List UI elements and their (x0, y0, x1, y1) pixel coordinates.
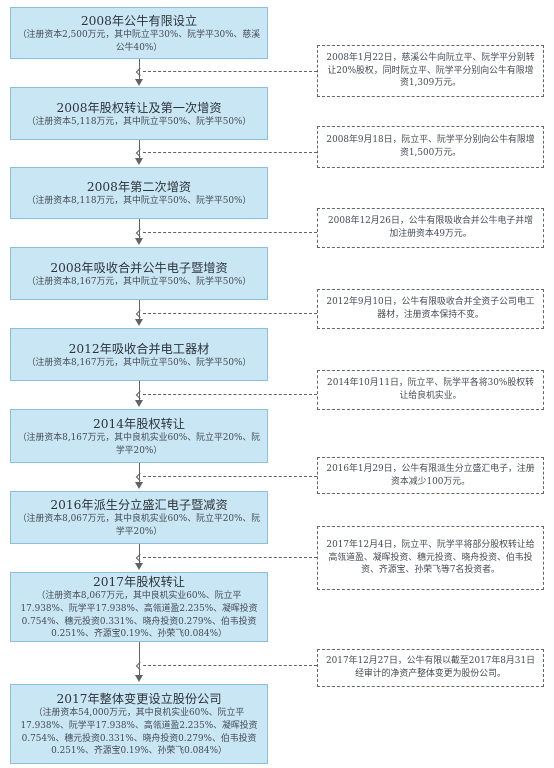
stage-box-2014-transfer: 2014年股权转让 （注册资本8,167万元，其中良机实业60%、阮立平20%、… (10, 409, 268, 463)
arrow-down-icon (134, 79, 143, 86)
stage-title: 2014年股权转让 (93, 416, 185, 431)
note-2008-12-26: 2008年12月26日，公牛有限吸收合并公牛电子并增加注册资本49万元。 (317, 208, 544, 248)
stage-title: 2008年第二次增资 (86, 180, 192, 195)
stage-box-2016-split-reduction: 2016年派生分立盛汇电子暨减资 （注册资本8,067万元，其中良机实业60%、… (10, 491, 268, 544)
chevron-left-icon (135, 472, 145, 481)
note-2012-09-10: 2012年9月10日，公牛有限吸收合并全资子公司电工器材，注册资本保持不变。 (317, 289, 544, 329)
chevron-left-icon (135, 390, 145, 399)
arrow-down-icon (134, 675, 143, 682)
stage-title: 2016年派生分立盛汇电子暨减资 (50, 498, 228, 513)
stage-title: 2017年股权转让 (93, 575, 185, 590)
connector-line-2 (138, 140, 140, 163)
chevron-left-icon (135, 67, 145, 76)
stage-box-2008-merger-gongniu-electronics: 2008年吸收合并公牛电子暨增资 （注册资本8,167万元，其中阮立平50%、阮… (10, 247, 268, 300)
stage-box-2017-transfer: 2017年股权转让 （注册资本8,067万元，其中良机实业60%、阮立平17.9… (10, 572, 268, 642)
stage-detail: （注册资本8,167万元，其中良机实业60%、阮立平20%、阮学平20%） (17, 432, 261, 456)
arrow-down-icon (134, 238, 143, 245)
arrow-down-icon (134, 400, 143, 407)
chevron-left-icon (135, 661, 145, 670)
chevron-left-icon (135, 228, 145, 237)
stage-detail: （注册资本2,500万元，其中阮立平30%、阮学平30%、慈溪公牛40%） (17, 29, 261, 53)
connector-line-3 (138, 219, 140, 243)
note-connector-5 (143, 394, 317, 395)
connector-line-7 (138, 544, 140, 568)
arrow-down-icon (134, 158, 143, 165)
note-connector-7 (143, 557, 317, 558)
note-2016-01-29: 2016年1月29日，公牛有限派生分立盛汇电子，注册资本减少100万元。 (317, 457, 544, 494)
chevron-left-icon (135, 148, 145, 157)
connector-line-6 (138, 463, 140, 487)
note-2008-09-18: 2008年9月18日，阮立平、阮学平分别向公牛有限增资1,500万元。 (317, 126, 544, 168)
stage-detail: （注册资本8,067万元，其中良机实业60%、阮立平17.938%、阮学平17.… (20, 591, 258, 640)
stage-title: 2012年吸收合并电工器材 (68, 341, 210, 356)
connector-line-5 (138, 381, 140, 405)
stage-box-2017-joint-stock: 2017年整体变更设立股份公司 （注册资本54,000万元，其中良机实业60%、… (10, 684, 268, 764)
stage-title: 2008年股权转让及第一次增资 (56, 100, 222, 115)
stage-detail: （注册资本8,118万元，其中阮立平50%、阮学平50%） (26, 196, 252, 207)
stage-title: 2008年公牛有限设立 (80, 13, 198, 28)
note-connector-1 (143, 71, 317, 72)
connector-line-1 (138, 59, 140, 83)
note-connector-6 (143, 476, 317, 477)
stage-detail: （注册资本54,000万元，其中良机实业60%、阮立平17.938%、阮学平17… (20, 708, 258, 757)
connector-line-4 (138, 300, 140, 324)
note-2014-10-11: 2014年10月11日，阮立平、阮学平各将30%股权转让给良机实业。 (317, 370, 544, 410)
stage-detail: （注册资本5,118万元，其中阮立平50%、阮学平50%） (26, 116, 252, 127)
stage-box-2008-transfer-capital-increase: 2008年股权转让及第一次增资 （注册资本5,118万元，其中阮立平50%、阮学… (10, 87, 268, 140)
note-2017-12-04: 2017年12月4日，阮立平、阮学平将部分股权转让给高瓴道盈、凝晖投资、穗元投资… (317, 526, 544, 590)
arrow-down-icon (134, 482, 143, 489)
stage-box-2012-merger-electrical: 2012年吸收合并电工器材 （注册资本8,167万元，其中阮立平50%、阮学平5… (10, 328, 268, 381)
note-2017-12-27: 2017年12月27日，公牛有限以截至2017年8月31日经审计的净资产整体变更… (317, 649, 544, 687)
connector-line-8 (138, 642, 140, 680)
chevron-left-icon (135, 309, 145, 318)
stage-title: 2017年整体变更设立股份公司 (56, 692, 222, 707)
note-connector-2 (143, 152, 317, 153)
chevron-left-icon (135, 553, 145, 562)
arrow-down-icon (134, 563, 143, 570)
arrow-down-icon (134, 319, 143, 326)
note-connector-8 (143, 665, 317, 666)
note-connector-3 (143, 232, 317, 233)
stage-box-2008-second-increase: 2008年第二次增资 （注册资本8,118万元，其中阮立平50%、阮学平50%） (10, 167, 268, 219)
stage-title: 2008年吸收合并公牛电子暨增资 (50, 260, 228, 275)
note-2008-01-22: 2008年1月22日，慈溪公牛向阮立平、阮学平分别转让20%股权，同时阮立平、阮… (317, 45, 544, 97)
stage-detail: （注册资本8,167万元，其中阮立平50%、阮学平50%） (26, 357, 252, 368)
stage-detail: （注册资本8,167万元，其中阮立平50%、阮学平50%） (26, 276, 252, 287)
stage-box-2008-establishment: 2008年公牛有限设立 （注册资本2,500万元，其中阮立平30%、阮学平30%… (10, 7, 268, 59)
note-connector-4 (143, 313, 317, 314)
stage-detail: （注册资本8,067万元，其中良机实业60%、阮立平20%、阮学平20%） (17, 514, 261, 537)
